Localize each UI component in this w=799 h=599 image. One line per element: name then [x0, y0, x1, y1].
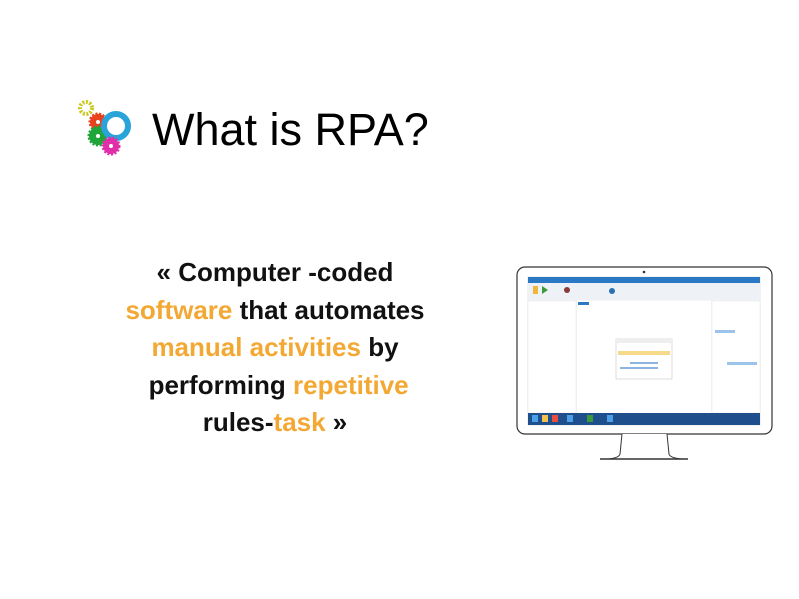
quote-text: « Computer -coded [156, 257, 394, 287]
quote-highlight: task [273, 407, 326, 437]
quote-text: performing [148, 369, 294, 400]
quote-text: rules- [202, 407, 274, 437]
quote-text: » [325, 407, 348, 437]
screen [527, 276, 761, 426]
quote-highlight: repetitive [293, 369, 409, 400]
quote-highlight: software [125, 294, 233, 325]
gears-logo-icon [78, 100, 131, 156]
slide-title: What is RPA? [152, 104, 429, 155]
quote-highlight: manual activities [151, 332, 361, 362]
monitor-illustration [516, 266, 773, 460]
quote-text: that automates [232, 294, 425, 325]
rpa-definition-quote: « Computer -coded software that automate… [90, 254, 460, 442]
quote-text: by [360, 332, 399, 362]
